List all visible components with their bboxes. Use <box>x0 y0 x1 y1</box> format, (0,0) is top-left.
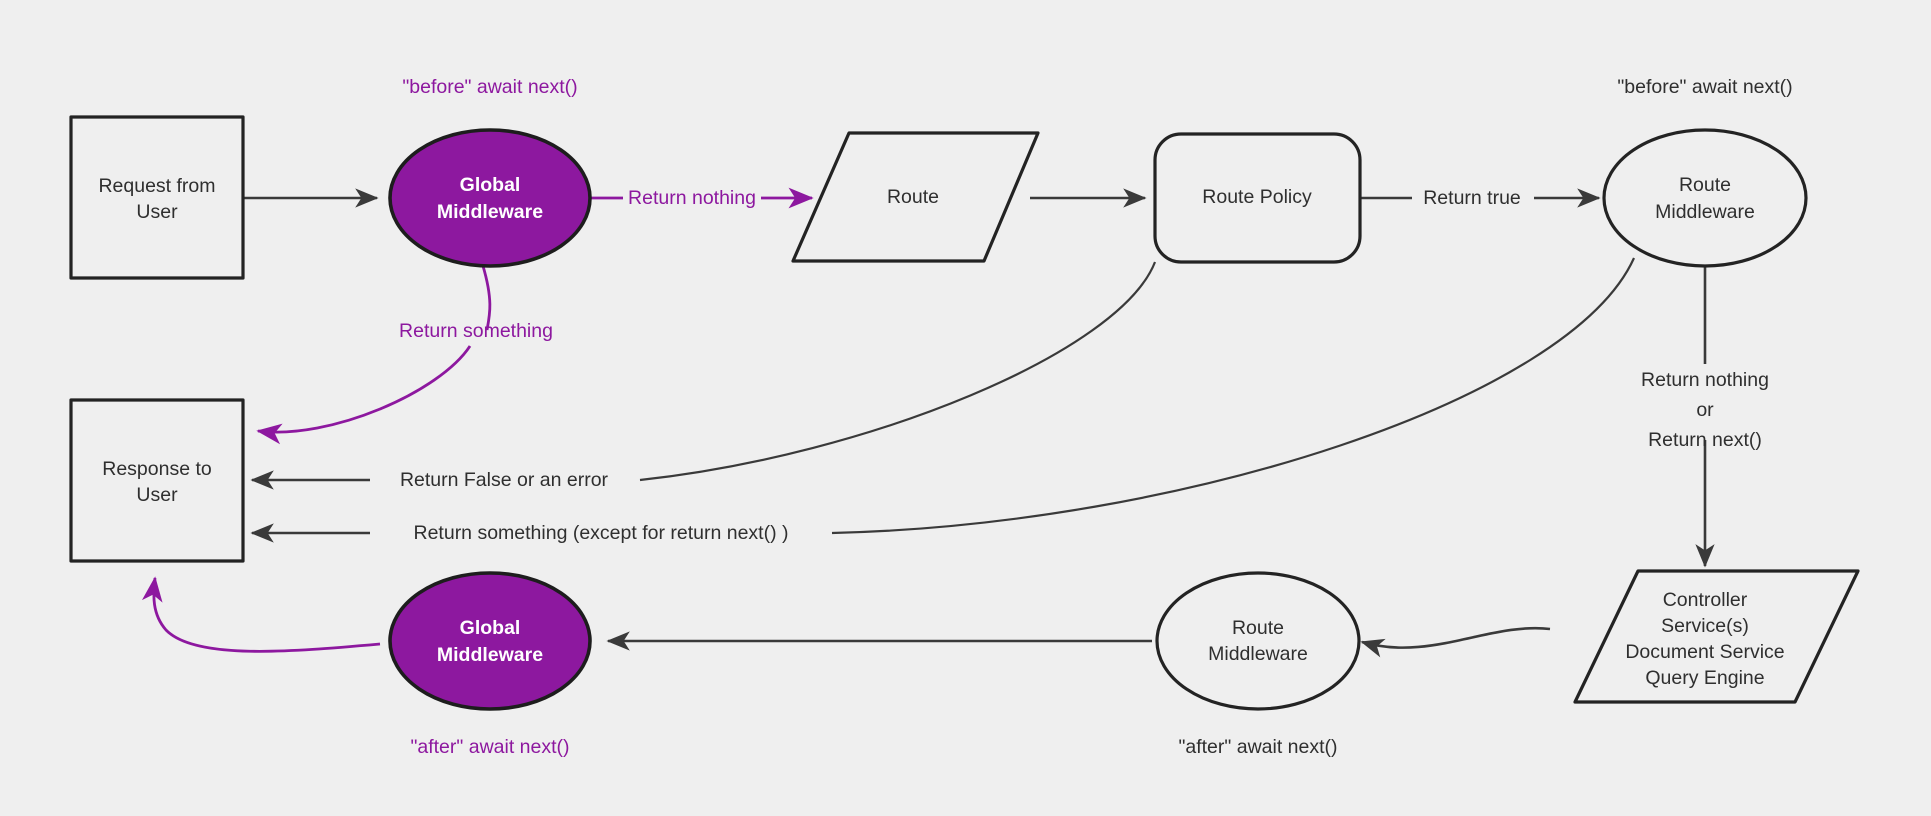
edge-global-middleware-return-something-stub <box>481 265 492 331</box>
edge-label-return-nothing-or-next-line1: Return nothing <box>1641 369 1769 391</box>
node-request-from-user-line1: Request from <box>98 175 215 197</box>
edge-label-return-something-except: Return something (except for return next… <box>414 522 789 544</box>
annotation-before-await-next-right: "before" await next() <box>1617 76 1792 98</box>
edge-controller-to-route-middleware-bottom <box>1360 626 1551 658</box>
edge-label-return-false-or-error: Return False or an error <box>400 469 609 491</box>
node-global-middleware-top-line1: Global <box>460 174 521 196</box>
node-route-middleware-top[interactable] <box>1602 128 1808 268</box>
node-global-middleware-bottom[interactable] <box>388 571 592 711</box>
node-route[interactable] <box>791 131 1040 263</box>
node-controller-services-line4: Query Engine <box>1645 667 1764 689</box>
node-response-to-user-line1: Response to <box>102 458 212 480</box>
node-global-middleware-top-line2: Middleware <box>437 201 543 223</box>
edge-label-return-nothing-or-next-line2: or <box>1696 399 1714 421</box>
node-controller-services-line1: Controller <box>1663 589 1748 611</box>
node-route-label: Route <box>887 186 939 208</box>
edge-label-return-something: Return something <box>399 320 553 342</box>
node-route-middleware-bottom-line1: Route <box>1232 617 1284 639</box>
node-route-policy[interactable] <box>1153 132 1362 264</box>
edge-global-middleware-to-response <box>256 345 472 445</box>
annotation-after-await-next-middle: "after" await next() <box>1178 736 1337 758</box>
edge-route-policy-return-false-curve <box>639 261 1157 482</box>
edge-global-middleware-bottom-to-response <box>141 576 381 653</box>
node-route-middleware-top-line1: Route <box>1679 174 1731 196</box>
node-global-middleware-bottom-line1: Global <box>460 617 521 639</box>
node-global-middleware-top[interactable] <box>388 128 592 268</box>
node-controller-services-line2: Service(s) <box>1661 615 1749 637</box>
annotation-before-await-next-left: "before" await next() <box>402 76 577 98</box>
node-route-middleware-top-line2: Middleware <box>1655 201 1755 223</box>
node-route-middleware-bottom[interactable] <box>1155 571 1361 711</box>
node-response-to-user-line2: User <box>136 484 178 506</box>
node-response-to-user[interactable] <box>69 398 245 563</box>
edge-label-return-true: Return true <box>1423 187 1521 209</box>
node-request-from-user[interactable] <box>69 115 245 280</box>
node-route-middleware-bottom-line2: Middleware <box>1208 643 1308 665</box>
edge-label-return-nothing-or-next-line3: Return next() <box>1648 429 1762 451</box>
edge-label-return-nothing: Return nothing <box>628 187 756 209</box>
node-controller-services-line3: Document Service <box>1625 641 1784 663</box>
node-route-policy-label: Route Policy <box>1202 186 1312 208</box>
node-controller-services[interactable] <box>1573 569 1860 704</box>
node-global-middleware-bottom-line2: Middleware <box>437 644 543 666</box>
node-request-from-user-line2: User <box>136 201 178 223</box>
annotation-after-await-next-left: "after" await next() <box>410 736 569 758</box>
edge-route-middleware-return-something-curve <box>831 257 1636 535</box>
